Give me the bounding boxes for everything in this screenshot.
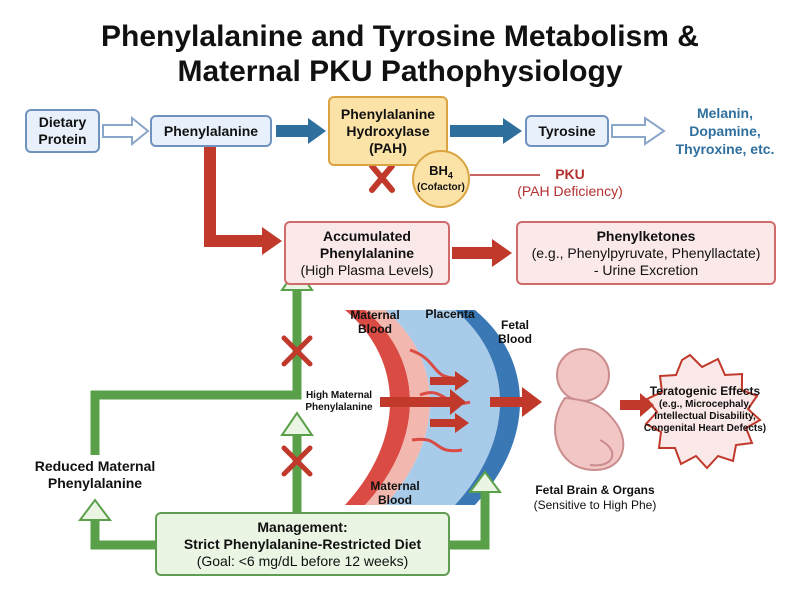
teratogenic-line1: (e.g., Microcephaly, xyxy=(658,399,752,410)
fetus-label: Fetal Brain & Organs xyxy=(535,483,655,497)
bh4-circle: BH4 (Cofactor) xyxy=(412,150,470,208)
maternal-blood-top-line2: Blood xyxy=(358,322,392,336)
management-box: Management: Strict Phenylalanine-Restric… xyxy=(155,512,450,576)
pku-label: PKU xyxy=(555,166,585,182)
reduced-line2: Phenylalanine xyxy=(47,475,143,491)
placenta-layers xyxy=(345,310,520,505)
green-pathway xyxy=(90,290,302,550)
pku-label-block: PKU (PAH Deficiency) xyxy=(505,166,635,200)
dietary-protein-box: Dietary Protein xyxy=(25,109,100,153)
block-cross-lower xyxy=(281,445,313,477)
management-diet: Strict Phenylalanine-Restricted Diet xyxy=(183,535,422,552)
phenylketones-title: Phenylketones xyxy=(596,227,696,244)
diagram-title-line1: Phenylalanine and Tyrosine Metabolism & xyxy=(101,20,699,53)
maternal-blood-bottom-line1: Maternal xyxy=(370,479,420,493)
pah-block-cross xyxy=(369,163,395,193)
maternal-blood-bottom-label: Maternal Blood xyxy=(365,479,425,507)
accumulated-line1: Accumulated xyxy=(323,227,411,244)
phenylketones-sub2: - Urine Excretion xyxy=(593,261,699,278)
arrow-tyrosine-to-products xyxy=(611,116,666,146)
maternal-blood-top-line1: Maternal xyxy=(350,308,400,322)
arrow-placenta-to-fetus xyxy=(490,387,542,417)
pah-line2: Hydroxylase xyxy=(346,122,430,139)
accumulated-line2: Phenylalanine xyxy=(319,244,415,261)
maternal-blood-bottom-line2: Blood xyxy=(378,493,412,507)
bh4-label: BH4 xyxy=(429,162,453,181)
arrow-pah-to-tyrosine xyxy=(450,118,522,144)
metabolic-products: Melanin, Dopamine, Thyroxine, etc. xyxy=(660,104,790,158)
diagram-title-line2: Maternal PKU Pathophysiology xyxy=(177,55,623,88)
pah-line3: (PAH) xyxy=(369,139,407,156)
maternal-blood-top-label: Maternal Blood xyxy=(345,308,405,336)
arrow-fetus-to-teratogenic xyxy=(620,393,654,417)
fetus-caption: Fetal Brain & Organs (Sensitive to High … xyxy=(515,483,675,513)
pah-line1: Phenylalanine xyxy=(340,105,436,122)
phenylketones-box: Phenylketones (e.g., Phenylpyruvate, Phe… xyxy=(516,221,776,285)
bh4-cofactor: (Cofactor) xyxy=(417,182,465,194)
teratogenic-line2: Intellectual Disability, xyxy=(654,411,756,422)
green-connectors xyxy=(292,435,490,550)
management-title: Management: xyxy=(257,518,348,535)
arrow-protein-to-phe xyxy=(102,115,150,147)
fetal-blood-label: Fetal Blood xyxy=(490,318,540,346)
arrow-phe-to-accumulated xyxy=(204,147,282,255)
fetus-sub: (Sensitive to High Phe) xyxy=(533,498,657,512)
reduced-line1: Reduced Maternal xyxy=(34,458,156,474)
high-maternal-line1: High Maternal xyxy=(305,390,373,401)
transfer-arrows xyxy=(380,371,469,433)
phenylalanine-box: Phenylalanine xyxy=(150,115,272,147)
management-goal: (Goal: <6 mg/dL before 12 weeks) xyxy=(196,552,409,569)
placenta-label: Placenta xyxy=(425,307,475,321)
arrow-accumulated-to-ketones xyxy=(452,239,512,267)
teratogenic-text: Teratogenic Effects (e.g., Microcephaly,… xyxy=(640,384,770,435)
reduced-maternal-phe-label: Reduced Maternal Phenylalanine xyxy=(15,458,175,492)
dietary-protein-line1: Dietary xyxy=(38,114,87,130)
teratogenic-line3: Congenital Heart Defects) xyxy=(643,423,767,434)
product-thyroxine: Thyroxine, etc. xyxy=(675,141,775,157)
high-maternal-phe-label: High Maternal Phenylalanine xyxy=(298,390,380,414)
product-melanin: Melanin, xyxy=(696,105,753,121)
fetal-blood-line2: Blood xyxy=(498,332,532,346)
fetal-blood-line1: Fetal xyxy=(500,318,529,332)
tyrosine-box: Tyrosine xyxy=(525,115,609,147)
product-dopamine: Dopamine, xyxy=(689,123,761,139)
high-maternal-line2: Phenylalanine xyxy=(305,402,373,413)
pku-sub: (PAH Deficiency) xyxy=(517,183,623,199)
block-cross-upper xyxy=(281,335,313,367)
phenylketones-sub1: (e.g., Phenylpyruvate, Phenyllactate) xyxy=(531,244,761,261)
phenylalanine-label: Phenylalanine xyxy=(163,122,259,139)
dietary-protein-line2: Protein xyxy=(38,131,87,147)
accumulated-phe-box: Accumulated Phenylalanine (High Plasma L… xyxy=(284,221,450,285)
accumulated-sub: (High Plasma Levels) xyxy=(300,261,434,278)
teratogenic-title: Teratogenic Effects xyxy=(649,384,761,398)
tyrosine-label: Tyrosine xyxy=(538,122,596,139)
arrow-phe-to-pah xyxy=(276,118,326,144)
teratogenic-burst xyxy=(644,353,762,470)
fetus-illustration xyxy=(554,348,625,472)
